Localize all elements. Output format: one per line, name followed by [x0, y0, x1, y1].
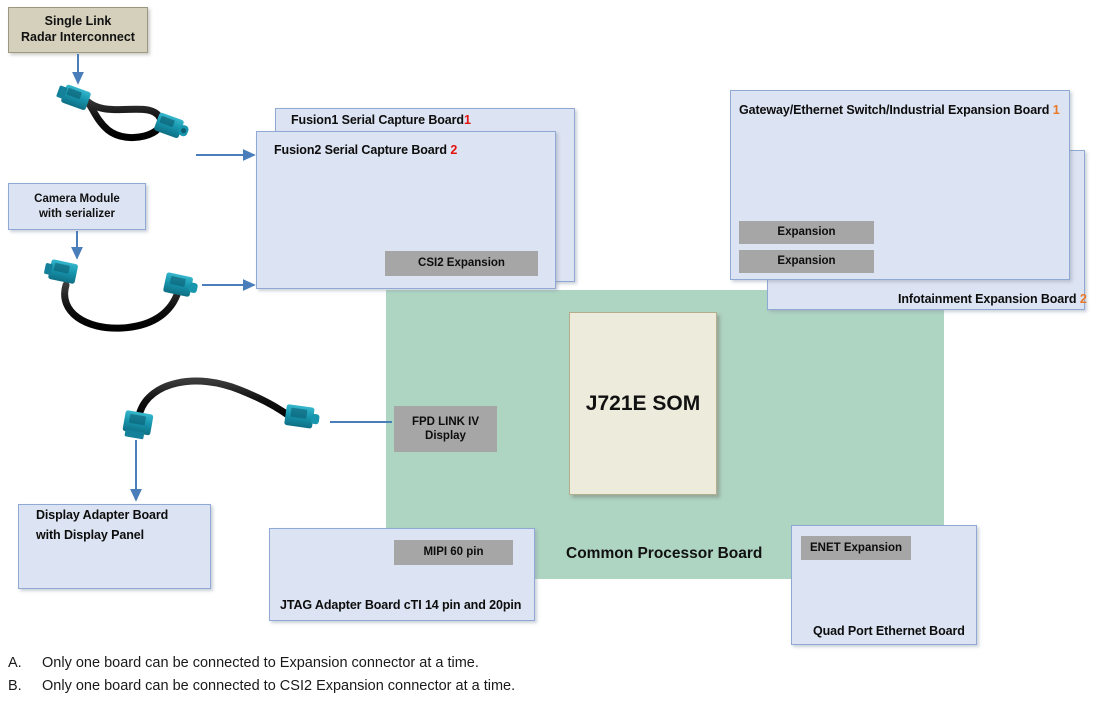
display-adapter-line2: with Display Panel	[36, 528, 144, 542]
footnote-a-key: A.	[8, 655, 22, 671]
fpd-link-line1: FPD LINK IV	[411, 415, 480, 428]
infotainment-marker: 2	[1079, 292, 1087, 306]
enet-expansion-connector: ENET Expansion	[801, 536, 911, 560]
display-adapter-board-label: Display Adapter Board with Display Panel	[36, 505, 168, 545]
gateway-ethernet-industrial-expansion-board	[730, 90, 1070, 280]
gateway-label-text: Gateway/Ethernet Switch/Industrial Expan…	[739, 103, 1050, 117]
camera-module-line1: Camera Module	[34, 192, 120, 205]
camera-module-line2: with serializer	[38, 207, 116, 220]
footnote-b: B. Only one board can be connected to CS…	[8, 678, 908, 694]
display-adapter-line1: Display Adapter Board	[36, 508, 169, 522]
fusion2-label-text: Fusion2 Serial Capture Board	[274, 143, 447, 157]
fusion1-serial-capture-board-label: Fusion1 Serial Capture Board1	[291, 113, 471, 127]
infotainment-label-text: Infotainment Expansion Board	[898, 292, 1077, 306]
footnote-b-text: Only one board can be connected to CSI2 …	[42, 678, 516, 694]
gateway-board-label: Gateway/Ethernet Switch/Industrial Expan…	[739, 103, 1060, 117]
fpd-link-iv-display-connector: FPD LINK IV Display	[394, 406, 497, 452]
mipi-60-pin-connector: MIPI 60 pin	[394, 540, 513, 565]
fusion2-marker: 2	[450, 143, 458, 157]
expansion-connector-2: Expansion	[739, 250, 874, 273]
display-adapter-board	[18, 504, 211, 589]
footnotes: A. Only one board can be connected to Ex…	[8, 655, 908, 701]
fusion1-label-text: Fusion1 Serial Capture Board	[291, 113, 464, 127]
footnote-a: A. Only one board can be connected to Ex…	[8, 655, 908, 671]
fpd-link-line2: Display	[425, 430, 466, 442]
csi2-expansion-connector: CSI2 Expansion	[385, 251, 538, 276]
j721e-som: J721E SOM	[569, 312, 717, 495]
common-processor-board-label: Common Processor Board	[566, 545, 763, 562]
radar-interconnect-line2: Radar Interconnect	[21, 30, 135, 44]
single-link-radar-interconnect-box: Single Link Radar Interconnect	[8, 7, 148, 53]
radar-interconnect-line1: Single Link	[44, 14, 112, 29]
display-fakra-cable-icon	[122, 377, 320, 440]
radar-fakra-cable-icon	[56, 84, 189, 141]
gateway-marker: 1	[1052, 103, 1060, 117]
camera-fakra-cable-icon	[44, 259, 198, 332]
footnote-b-key: B.	[8, 678, 22, 694]
jtag-adapter-board-label: JTAG Adapter Board cTI 14 pin and 20pin	[280, 598, 522, 612]
quad-port-ethernet-board-label: Quad Port Ethernet Board	[813, 624, 965, 638]
fusion1-marker: 1	[463, 113, 471, 127]
fusion2-serial-capture-board-label: Fusion2 Serial Capture Board 2	[274, 143, 457, 157]
camera-module-box: Camera Module with serializer	[8, 183, 146, 230]
footnote-a-text: Only one board can be connected to Expan…	[42, 655, 479, 671]
infotainment-expansion-board-label: Infotainment Expansion Board 2	[898, 292, 1087, 306]
expansion-connector-1: Expansion	[739, 221, 874, 244]
